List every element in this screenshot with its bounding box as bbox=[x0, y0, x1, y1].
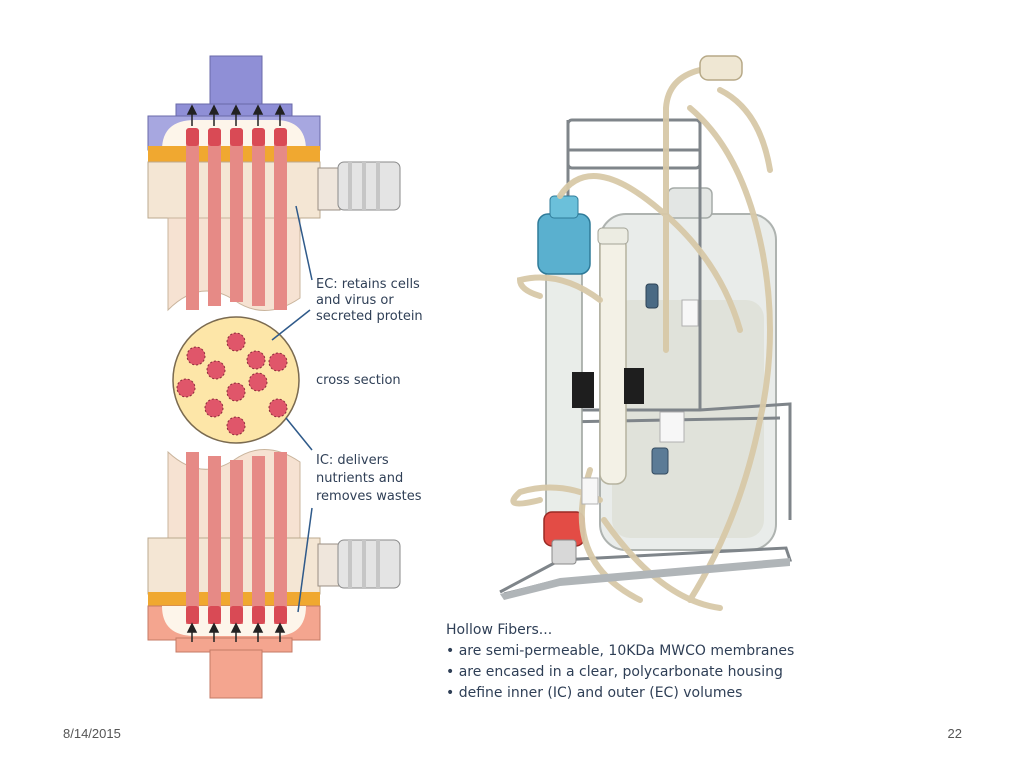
tube bbox=[516, 274, 603, 303]
tube bbox=[557, 173, 743, 333]
bottom-inlet-port bbox=[209, 649, 263, 699]
bioreactor-photo bbox=[499, 55, 793, 611]
bottom-side-port-ridge bbox=[348, 540, 352, 588]
fiber bbox=[230, 130, 243, 302]
bottom-side-port-neck bbox=[317, 543, 341, 587]
fiber bbox=[230, 460, 243, 624]
top-flow-arrows bbox=[186, 104, 286, 126]
strap bbox=[572, 372, 594, 408]
fiber bbox=[252, 130, 265, 306]
top-side-port-ridge bbox=[348, 162, 352, 210]
tube-label bbox=[681, 299, 699, 327]
bottom-side-port-ridge bbox=[362, 540, 366, 588]
fiber-dot bbox=[204, 398, 224, 418]
sampling-tube-cap bbox=[597, 227, 629, 245]
tube-clamp bbox=[651, 447, 669, 475]
fiber-cap bbox=[274, 128, 287, 146]
fiber-cap bbox=[252, 128, 265, 146]
fiber-dot bbox=[248, 372, 268, 392]
photo-caption: Hollow Fibers... are semi-permeable, 10K… bbox=[446, 620, 794, 704]
ic-label-line-2: nutrients and bbox=[316, 471, 403, 486]
cartridge-red-port bbox=[551, 539, 577, 565]
ec-label-line-1: EC: retains cells bbox=[316, 277, 420, 292]
fiber-cap bbox=[208, 606, 221, 624]
tube bbox=[687, 105, 773, 603]
bottom-fibers bbox=[186, 452, 287, 624]
bottle-neck bbox=[667, 187, 713, 219]
strap bbox=[624, 368, 644, 404]
fiber-cap bbox=[230, 128, 243, 146]
cartridge-top bbox=[147, 55, 401, 312]
tube bbox=[717, 87, 773, 173]
fiber bbox=[186, 130, 199, 310]
fiber-dot bbox=[226, 416, 246, 436]
ic-label-line-3: removes wastes bbox=[316, 489, 422, 504]
ic-leader-line bbox=[285, 417, 313, 451]
cross-section-leader-line bbox=[271, 309, 311, 341]
cartridge-blue-cap bbox=[537, 213, 591, 275]
tube-label bbox=[659, 411, 685, 443]
diagram-labels: EC: retains cells and virus or secreted … bbox=[316, 277, 423, 504]
fiber-dot bbox=[246, 350, 266, 370]
leader-lines bbox=[271, 205, 313, 613]
cartridge-blue-top bbox=[549, 195, 579, 219]
rack-mid-frame bbox=[560, 402, 792, 520]
top-side-port bbox=[337, 161, 401, 211]
cross-section-circle bbox=[172, 316, 300, 444]
fiber-cap bbox=[252, 606, 265, 624]
caption-bullet: are semi-permeable, 10KDa MWCO membranes bbox=[446, 641, 795, 662]
slide-number: 22 bbox=[947, 726, 962, 741]
fiber-cap bbox=[186, 128, 199, 146]
tube bbox=[510, 484, 603, 507]
footer-date: 8/14/2015 bbox=[63, 726, 121, 741]
fiber bbox=[208, 456, 221, 624]
fiber-dot bbox=[186, 346, 206, 366]
cross-section bbox=[172, 316, 300, 444]
fiber bbox=[274, 130, 287, 310]
fiber bbox=[208, 130, 221, 306]
tube-label bbox=[581, 477, 599, 505]
caption-bullet: are encased in a clear, polycarbonate ho… bbox=[446, 662, 794, 683]
tube-connector bbox=[699, 55, 743, 81]
fiber-dot bbox=[226, 332, 246, 352]
fiber-dot bbox=[268, 398, 288, 418]
top-side-port-ridge bbox=[362, 162, 366, 210]
fiber bbox=[186, 452, 199, 624]
caption-heading: Hollow Fibers... bbox=[446, 622, 553, 638]
fiber bbox=[274, 452, 287, 624]
cartridge-bottom bbox=[147, 449, 401, 699]
caption-bullets: are semi-permeable, 10KDa MWCO membranes… bbox=[446, 641, 795, 704]
ec-label-line-3: secreted protein bbox=[316, 309, 423, 324]
top-fibers bbox=[186, 128, 287, 310]
sampling-tube bbox=[599, 235, 627, 485]
cross-section-fibers bbox=[176, 332, 288, 436]
caption-bullet: define inner (IC) and outer (EC) volumes bbox=[446, 683, 794, 704]
ec-leader-line bbox=[295, 205, 313, 281]
fiber-dot bbox=[268, 352, 288, 372]
tube bbox=[601, 517, 723, 611]
top-outlet-port bbox=[209, 55, 263, 107]
top-side-port-ridge bbox=[376, 162, 380, 210]
fiber-cap bbox=[208, 128, 221, 146]
tube-clamp bbox=[645, 283, 659, 309]
tube bbox=[663, 67, 703, 353]
bottom-flow-arrows bbox=[186, 622, 286, 642]
fiber-cap bbox=[274, 606, 287, 624]
fiber-cap bbox=[230, 606, 243, 624]
fiber-dot bbox=[176, 378, 196, 398]
ec-label-line-2: and virus or bbox=[316, 293, 394, 308]
top-side-port-neck bbox=[317, 167, 341, 211]
fiber-dot bbox=[206, 360, 226, 380]
ic-fiber-leader-line bbox=[297, 507, 313, 613]
base-plate bbox=[500, 558, 790, 600]
fiber bbox=[252, 456, 265, 624]
ic-label-line-1: IC: delivers bbox=[316, 453, 389, 468]
rack-top-frame bbox=[566, 118, 702, 170]
fiber-cap bbox=[186, 606, 199, 624]
fiber-dot bbox=[226, 382, 246, 402]
bottom-side-port bbox=[337, 539, 401, 589]
bottom-side-port-ridge bbox=[376, 540, 380, 588]
cross-section-label: cross section bbox=[316, 373, 401, 388]
